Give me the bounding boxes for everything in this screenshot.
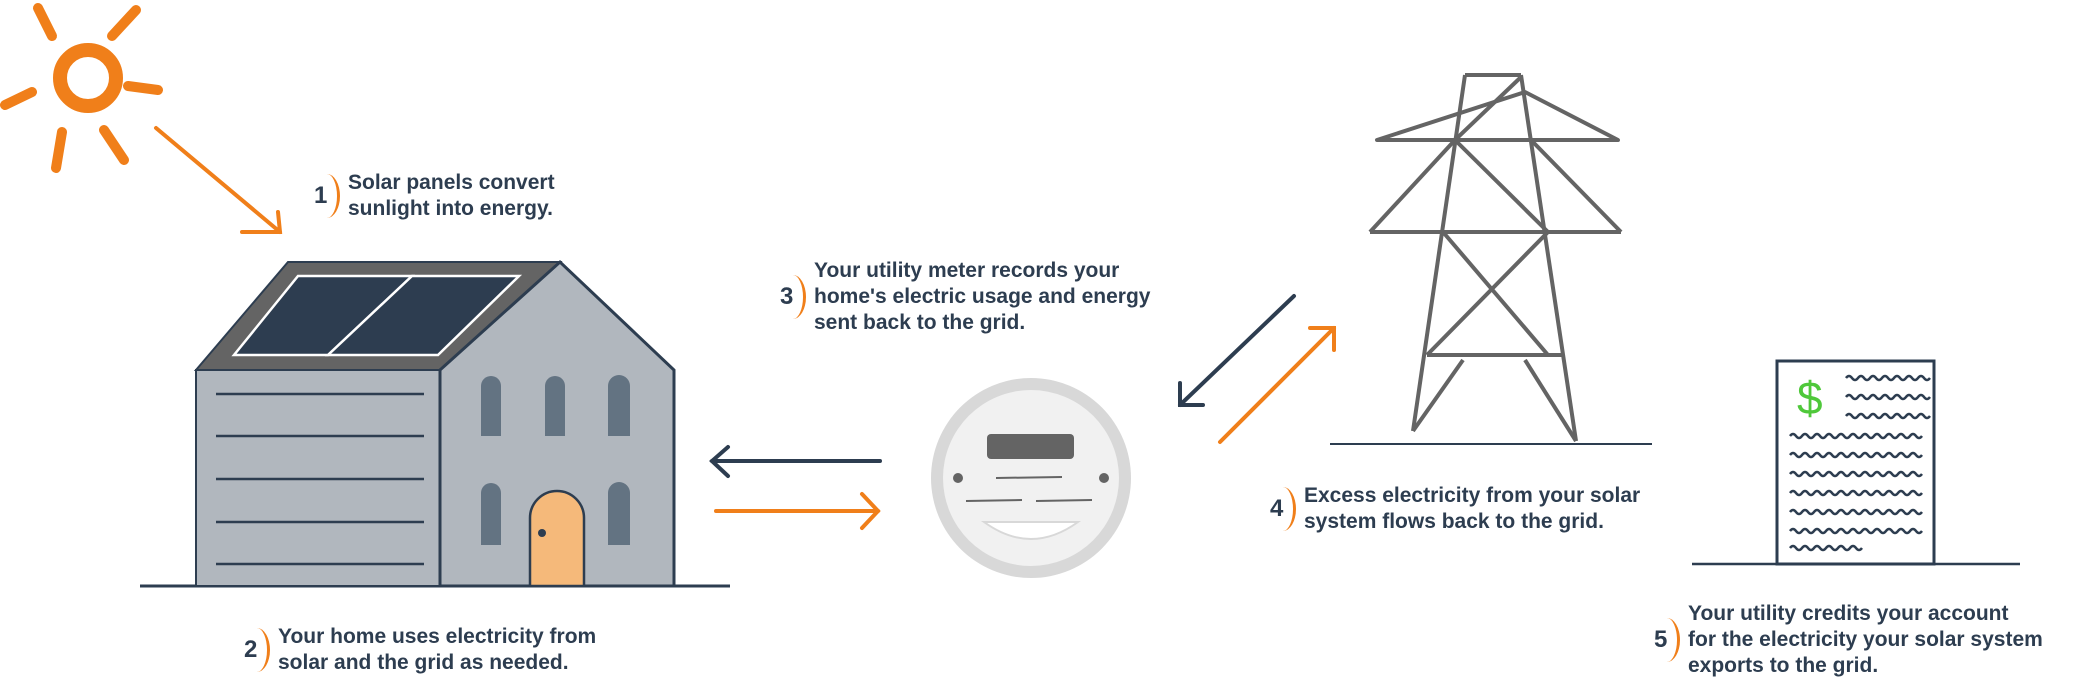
bill-text-line [1845,393,1931,401]
bill-text-line [1789,544,1863,552]
siding-lines [216,392,424,566]
bill-text-line [1845,412,1931,420]
utility-meter-icon [931,378,1131,578]
step-2: 2 Your home uses electricity from solar … [240,624,596,676]
grid-to-meter-arrow [1178,294,1296,407]
bill-text-line [1845,374,1931,382]
step-text: Excess electricity from your solar syste… [1304,484,1641,533]
step-number: 1 [314,182,328,209]
step-bracket-icon [314,174,340,218]
step-bracket-icon [1270,487,1296,531]
bill-text-line [1789,489,1923,497]
bill-text-line [1789,470,1923,478]
door-knob [538,529,546,537]
sun-icon [0,3,163,173]
grid-to-home-arrow [709,445,882,478]
step-number: 4 [1270,495,1284,522]
power-transmission-tower [1330,73,1652,445]
step-5: 5 Your utility credits your account for … [1650,601,2043,679]
step-text: Your home uses electricity from solar an… [278,625,597,674]
bill-text-line [1789,527,1923,535]
sunlight-arrow [154,126,283,234]
step-bracket-icon [1654,618,1680,662]
step-4: 4 Excess electricity from your solar sys… [1266,483,1640,535]
step-bracket-icon [780,275,806,319]
house-door [528,489,586,588]
step-1: 1 Solar panels convert sunlight into ene… [310,170,555,222]
bill-text-line [1789,451,1923,459]
utility-bill-document [1692,359,2020,566]
step-bracket-icon [244,628,270,672]
step-3: 3 Your utility meter records your home's… [776,258,1150,336]
home-to-meter-arrow [714,492,881,530]
bill-text-line [1789,432,1923,440]
step-text: Your utility meter records your home's e… [814,259,1151,334]
step-number: 2 [244,636,258,663]
bill-text-line [1789,508,1923,516]
meter-to-grid-arrow [1218,326,1336,444]
dollar-icon: $ [1797,372,1823,424]
house-windows [481,375,630,545]
house-with-solar-panels [140,259,730,588]
step-text: Your utility credits your account for th… [1688,602,2043,677]
step-text: Solar panels convert sunlight into energ… [348,171,555,220]
solar-panels [231,274,523,357]
step-number: 5 [1654,626,1668,653]
step-number: 3 [780,283,794,310]
